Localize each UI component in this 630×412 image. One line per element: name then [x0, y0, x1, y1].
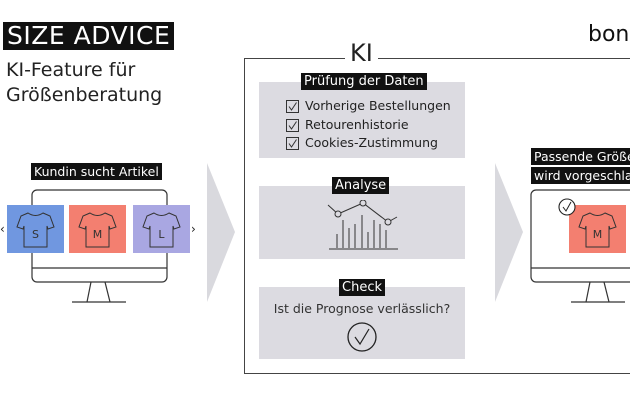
- step3-label: Passende Größe wird vorgeschlagen: [531, 146, 630, 184]
- tshirt-icon: L: [142, 212, 181, 248]
- arrow-right-icon: [207, 163, 235, 302]
- chevron-left-icon[interactable]: ‹: [0, 222, 5, 236]
- check-item: Retourenhistorie: [286, 116, 409, 134]
- analyse-label: Analyse: [332, 177, 390, 194]
- size-letter: S: [32, 228, 39, 241]
- checkbox-checked-icon: [286, 136, 299, 150]
- check-circle-icon: [558, 198, 576, 216]
- ki-title: KI: [345, 40, 378, 66]
- chart-icon: [327, 200, 398, 250]
- page-title: SIZE ADVICE: [3, 22, 175, 50]
- pruefung-panel: [259, 82, 465, 158]
- size-tile-s[interactable]: S: [7, 205, 64, 253]
- checkbox-checked-icon: [286, 99, 299, 113]
- tshirt-icon: M: [578, 212, 617, 248]
- pruefung-label: Prüfung der Daten: [301, 73, 427, 90]
- ki-frame: [244, 58, 630, 374]
- arrow-right-icon: [495, 163, 523, 302]
- monitor-icon: [530, 189, 630, 303]
- subtitle-line1: KI-Feature für: [6, 59, 136, 81]
- size-letter: M: [593, 228, 603, 241]
- check-item: Cookies-Zustimmung: [286, 134, 438, 152]
- check-item: Vorherige Bestellungen: [286, 97, 451, 115]
- suggested-size-tile[interactable]: M: [569, 205, 626, 253]
- tshirt-icon: S: [16, 212, 55, 248]
- check-circle-icon: [347, 322, 377, 352]
- step1-label: Kundin sucht Artikel: [31, 163, 162, 180]
- size-tile-l[interactable]: L: [133, 205, 190, 253]
- size-tile-m[interactable]: M: [69, 205, 126, 253]
- size-letter: L: [158, 228, 165, 241]
- tshirt-icon: M: [78, 212, 117, 248]
- subtitle-line2: Größenberatung: [6, 84, 163, 106]
- checkbox-checked-icon: [286, 118, 299, 132]
- check-question: Ist die Prognose verlässlich?: [273, 301, 451, 316]
- size-letter: M: [93, 228, 103, 241]
- chevron-right-icon[interactable]: ›: [191, 222, 196, 236]
- logo: bon: [588, 22, 630, 47]
- check-label: Check: [339, 279, 385, 296]
